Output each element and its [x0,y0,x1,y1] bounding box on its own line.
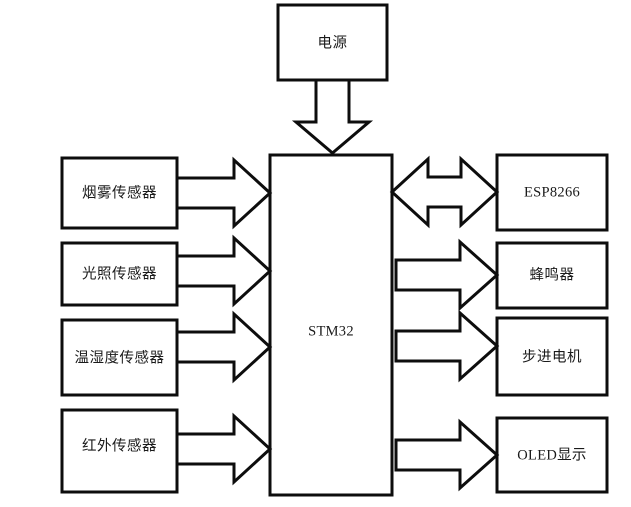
esp8266-label: ESP8266 [524,184,580,200]
oled-display-arrow-right-icon [394,418,500,492]
temp-humidity-sensor-box [60,318,179,397]
stepper-motor-block: 步进电机 [495,316,609,397]
mcu-block: STM32 [268,153,394,497]
smoke-sensor-box [60,156,179,230]
temp-humidity-sensor-label: 温湿度传感器 [75,349,165,366]
infrared-sensor-arrow-right-icon [175,412,273,486]
buzzer-block: 蜂鸣器 [495,241,609,310]
light-sensor-block: 光照传感器 [60,241,179,307]
light-sensor-arrow-right-icon [175,234,273,308]
light-sensor-label: 光照传感器 [82,265,157,282]
smoke-sensor-label: 烟雾传感器 [82,184,157,201]
oled-display-label: OLED显示 [517,447,586,463]
temp-humidity-sensor-block: 温湿度传感器 [60,318,179,397]
temp-humidity-sensor-arrow-right-icon [175,310,273,384]
mcu-label: STM32 [308,323,354,339]
smoke-sensor-arrow-right-icon [175,156,273,230]
esp8266-arrow-bidirectional-icon [389,155,500,229]
power-supply-box [276,3,389,82]
power-supply-block: 电源 [276,3,389,82]
esp8266-box [495,153,609,232]
stepper-motor-label: 步进电机 [522,348,582,365]
infrared-sensor-block: 红外传感器 [60,408,179,494]
infrared-sensor-box [60,408,179,494]
smoke-sensor-block: 烟雾传感器 [60,156,179,230]
oled-display-block: OLED显示 [495,416,609,494]
mcu-box [268,153,394,497]
stepper-motor-box [495,316,609,397]
power-supply-label: 电源 [318,34,348,51]
power-arrow-down-icon [291,78,374,155]
stepper-motor-arrow-right-icon [394,309,500,383]
buzzer-arrow-right-icon [394,238,500,312]
buzzer-label: 蜂鸣器 [530,266,575,283]
esp8266-block: ESP8266 [495,153,609,232]
infrared-sensor-label: 红外传感器 [82,437,157,454]
